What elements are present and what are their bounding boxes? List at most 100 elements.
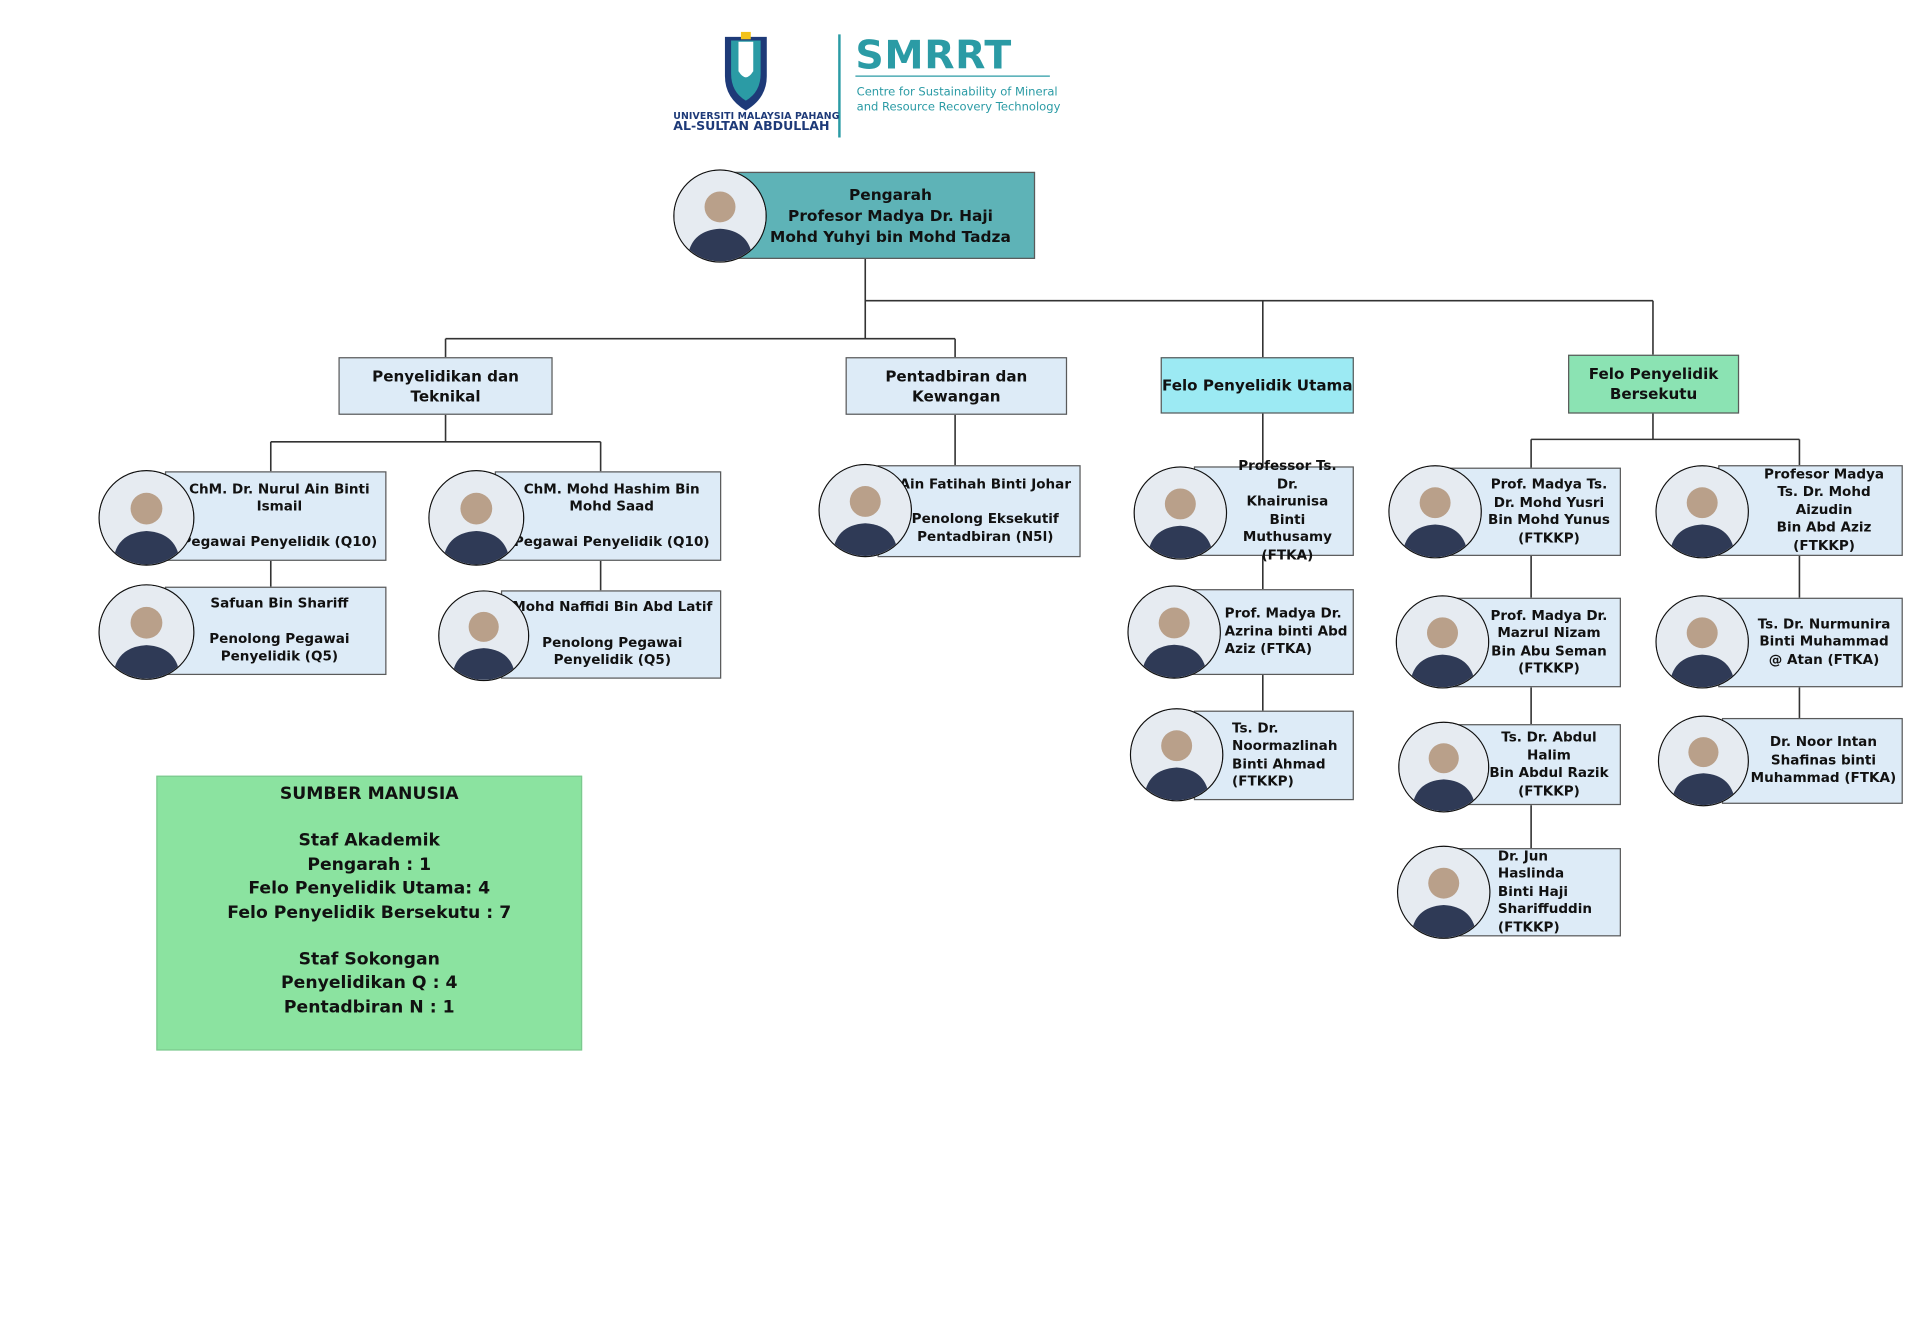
- staff-text-line: Penolong Eksekutif: [911, 510, 1059, 527]
- support-line: Penyelidikan Q : 4: [281, 973, 458, 994]
- line-gap: [178, 516, 380, 533]
- staff-text-line: ChM. Dr. Nurul Ain Binti: [189, 480, 370, 497]
- staff-text-line: Bin Mohd Yunus: [1487, 511, 1610, 528]
- staff-text-line: Muthusamy: [1242, 528, 1332, 545]
- staff-text-line: Bin Abd Aziz (FTKKP): [1776, 519, 1872, 554]
- staff-text-line: (FTKKP): [1518, 660, 1580, 677]
- person-icon: [819, 465, 911, 556]
- staff-photo-mohd-naffidi: [438, 590, 530, 682]
- person-icon: [1389, 466, 1481, 558]
- logo-tagline-line2: and Resource Recovery Technology: [856, 100, 1061, 115]
- connector-lines: [269, 257, 1801, 849]
- staff-text-line: (FTKA): [1261, 546, 1314, 563]
- director-box: Pengarah Profesor Madya Dr. Haji Mohd Yu…: [733, 171, 1036, 259]
- staff-text-line: Aziz (FTKA): [1224, 640, 1313, 657]
- staff-photo-khairunisa: [1133, 466, 1228, 560]
- staff-text-line: @ Atan (FTKA): [1768, 651, 1880, 668]
- university-line2: AL-SULTAN ABDULLAH: [673, 120, 830, 134]
- person-icon: [1398, 846, 1490, 938]
- logo-tagline-line1: Centre for Sustainability of Mineral: [856, 85, 1058, 100]
- staff-text-line: Shafinas binti: [1770, 752, 1877, 768]
- dept-label-line: Teknikal: [410, 387, 481, 405]
- staff-text-line: Bin Abdul Razik: [1489, 764, 1609, 781]
- staff-text-line: Binti Haji: [1497, 883, 1569, 900]
- person-icon: [674, 170, 766, 262]
- staff-text-line: Prof. Madya Dr.: [1224, 605, 1342, 622]
- staff-text-line: Profesor Madya: [1764, 466, 1885, 483]
- staff-card-mohd-naffidi: Mohd Naffidi Bin Abd Latif Penolong Pega…: [500, 590, 722, 679]
- staff-text-line: Mohd Naffidi Bin Abd Latif: [512, 599, 713, 616]
- staff-card-abdul-halim: Ts. Dr. Abdul Halim Bin Abdul Razik (FTK…: [1457, 724, 1621, 806]
- director-name-line1: Profesor Madya Dr. Haji: [788, 206, 993, 225]
- staff-text-line: Ts. Dr.: [1232, 719, 1279, 736]
- staff-text-line: Muhammad (FTKA): [1750, 769, 1897, 786]
- staff-photo-abdul-halim: [1398, 721, 1490, 813]
- university-line1: UNIVERSITI MALAYSIA PAHANG: [673, 110, 840, 122]
- hr-summary-box: SUMBER MANUSIA Staf Akademik Pengarah : …: [156, 775, 583, 1051]
- staff-card-azrina: Prof. Madya Dr. Azrina binti Abd Aziz (F…: [1191, 589, 1354, 676]
- person-icon: [1656, 596, 1748, 688]
- staff-photo-mohd-aizudin: [1655, 465, 1749, 559]
- staff-photo-noormazlinah: [1129, 708, 1224, 802]
- person-icon: [439, 591, 529, 680]
- dept-label-line: Felo Penyelidik: [1588, 365, 1719, 383]
- staff-text-line: Ts. Dr. Abdul Halim: [1501, 729, 1597, 763]
- academic-line: Pengarah : 1: [307, 855, 432, 875]
- dept-associate-fellow: Felo Penyelidik Bersekutu: [1568, 354, 1740, 414]
- person-icon: [1131, 709, 1223, 801]
- person-icon: [1656, 466, 1748, 558]
- person-icon: [1399, 722, 1489, 812]
- staff-card-noor-intan: Dr. Noor Intan Shafinas binti Muhammad (…: [1721, 717, 1903, 804]
- staff-photo-nurmunira: [1655, 595, 1749, 689]
- staff-card-mohd-aizudin: Profesor Madya Ts. Dr. Mohd Aizudin Bin …: [1718, 465, 1903, 556]
- hr-summary-title: SUMBER MANUSIA: [279, 784, 459, 804]
- academic-line: Felo Penyelidik Bersekutu : 7: [227, 902, 512, 923]
- staff-text-line: Penyelidik (Q5): [553, 652, 672, 668]
- staff-card-nurmunira: Ts. Dr. Nurmunira Binti Muhammad @ Atan …: [1718, 597, 1903, 688]
- dept-label-line: Penyelidikan dan: [372, 367, 519, 385]
- staff-text-line: Dr. Jun Haslinda: [1497, 847, 1565, 882]
- staff-text-line: Ain Fatihah Binti Johar: [899, 475, 1072, 492]
- director-photo: [673, 169, 767, 263]
- staff-text-line: Binti Muhammad: [1759, 633, 1889, 650]
- dept-label-line: Pentadbiran dan: [885, 367, 1028, 385]
- director-name-line2: Mohd Yuhyi bin Mohd Tadza: [770, 227, 1011, 246]
- staff-text-line: Mohd Saad: [569, 498, 654, 515]
- staff-text-line: Ts. Dr. Nurmunira: [1757, 615, 1891, 632]
- academic-line: Felo Penyelidik Utama: 4: [248, 879, 491, 899]
- staff-text-line: Binti Ahmad: [1232, 755, 1326, 772]
- dept-label-line: Bersekutu: [1609, 385, 1698, 403]
- staff-text-line: Mazrul Nizam: [1497, 624, 1601, 641]
- academic-heading: Staf Akademik: [298, 831, 441, 852]
- line-gap: [158, 925, 581, 948]
- line-gap: [178, 613, 380, 630]
- staff-card-mohd-yusri: Prof. Madya Ts. Dr. Mohd Yusri Bin Mohd …: [1447, 467, 1621, 556]
- person-icon: [1128, 586, 1220, 678]
- staff-text-line: Shariffuddin: [1497, 901, 1593, 918]
- staff-text-line: Bin Abu Seman: [1491, 642, 1607, 659]
- staff-photo-azrina: [1127, 585, 1221, 679]
- staff-text-line: Safuan Bin Shariff: [210, 595, 349, 612]
- staff-text-line: Dr. Mohd Yusri: [1493, 493, 1605, 510]
- person-icon: [1134, 467, 1226, 559]
- staff-card-safuan: Safuan Bin Shariff Penolong Pegawai Peny…: [164, 586, 387, 676]
- smrrt-logo: UNIVERSITI MALAYSIA PAHANG AL-SULTAN ABD…: [671, 29, 1065, 142]
- support-heading: Staf Sokongan: [298, 949, 440, 970]
- dept-admin-finance: Pentadbiran dan Kewangan: [845, 357, 1068, 415]
- staff-text-line: Khairunisa Binti: [1246, 493, 1329, 528]
- staff-text-line: Noormazlinah: [1232, 737, 1338, 754]
- staff-photo-noor-intan: [1657, 715, 1749, 807]
- staff-card-nurul-ain: ChM. Dr. Nurul Ain Binti Ismail Pegawai …: [164, 471, 387, 561]
- staff-text-line: (FTKKP): [1518, 782, 1580, 799]
- staff-text-line: Pegawai Penyelidik (Q10): [513, 533, 710, 550]
- person-icon: [1396, 596, 1489, 688]
- umpsa-shield-logo: [724, 31, 1050, 138]
- support-line: Pentadbiran N : 1: [283, 997, 455, 1018]
- dept-label-line: Felo Penyelidik Utama: [1161, 376, 1353, 394]
- staff-text-line: (FTKKP): [1518, 529, 1580, 546]
- staff-text-line: Professor Ts. Dr.: [1238, 457, 1337, 492]
- staff-photo-jun-haslinda: [1396, 845, 1491, 939]
- staff-photo-ain-fatihah: [818, 463, 913, 558]
- dept-label-line: Kewangan: [912, 387, 1001, 405]
